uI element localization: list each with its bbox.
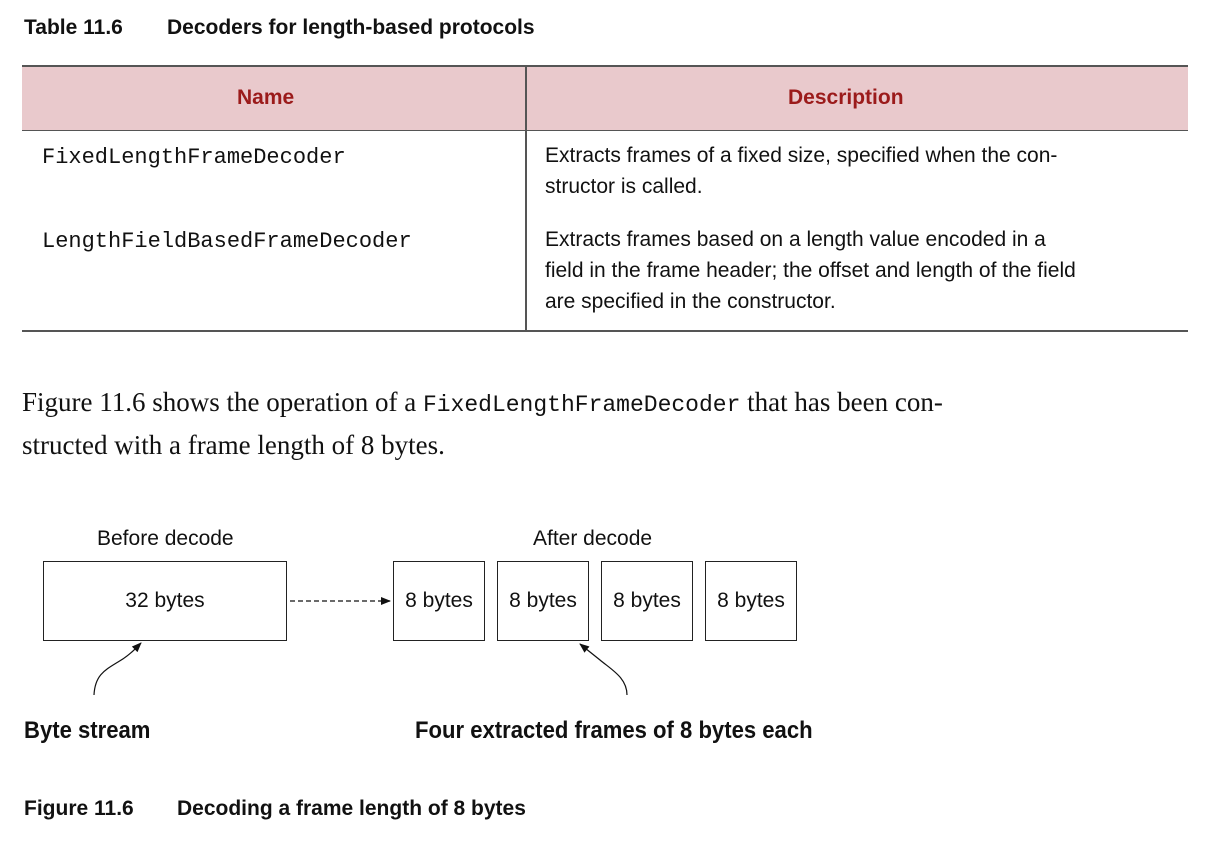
column-divider [525,65,527,331]
table-bottom-rule [22,330,1188,332]
input-buffer-box: 32 bytes [43,561,287,641]
frame-box: 8 bytes [393,561,485,641]
column-header-name: Name [237,86,295,109]
paragraph-text: Figure 11.6 shows the operation of a [22,387,423,417]
paragraph-line-1: Figure 11.6 shows the operation of a Fix… [22,382,1192,425]
byte-stream-callout: Byte stream [24,717,151,744]
table-header-row: Name Description [22,65,1188,131]
table-caption-number: Table 11.6 [24,16,123,39]
row-1-description-line: structor is called. [545,175,703,198]
frame-decode-diagram: Before decode After decode 32 bytes 8 by… [0,520,1220,760]
row-2-description-line: are specified in the constructor. [545,290,836,313]
frame-box: 8 bytes [497,561,589,641]
row-1-description: Extracts frames of a fixed size, specifi… [545,140,1175,202]
inline-code: FixedLengthFrameDecoder [422,392,741,418]
paragraph-line-2: structed with a frame length of 8 bytes. [22,430,445,460]
frame-box: 8 bytes [705,561,797,641]
row-2-description-line: Extracts frames based on a length value … [545,228,1046,251]
diagram-arrows [93,597,628,696]
figure-caption: Figure 11.6 Decoding a frame length of 8 … [24,797,526,821]
row-2-description-line: field in the frame header; the offset an… [545,259,1076,282]
row-2-description: Extracts frames based on a length value … [545,224,1175,317]
row-1-description-line: Extracts frames of a fixed size, specifi… [545,144,1058,167]
extracted-frames-callout: Four extracted frames of 8 bytes each [415,717,813,744]
after-decode-label: After decode [533,527,653,550]
frames-pointer-arrow [579,643,628,696]
byte-stream-pointer-arrow [93,642,142,696]
table-caption: Table 11.6 Decoders for length-based prot… [24,16,535,40]
figure-caption-number: Figure 11.6 [24,797,134,820]
frame-box: 8 bytes [601,561,693,641]
before-decode-label: Before decode [97,527,234,550]
table-caption-title: Decoders for length-based protocols [167,16,535,39]
column-header-description: Description [788,86,904,109]
row-1-name: FixedLengthFrameDecoder [42,145,346,170]
body-paragraph: Figure 11.6 shows the operation of a Fix… [22,382,1192,465]
row-2-name: LengthFieldBasedFrameDecoder [42,229,412,254]
paragraph-text: that has been con- [740,387,943,417]
figure-caption-title: Decoding a frame length of 8 bytes [177,797,526,820]
